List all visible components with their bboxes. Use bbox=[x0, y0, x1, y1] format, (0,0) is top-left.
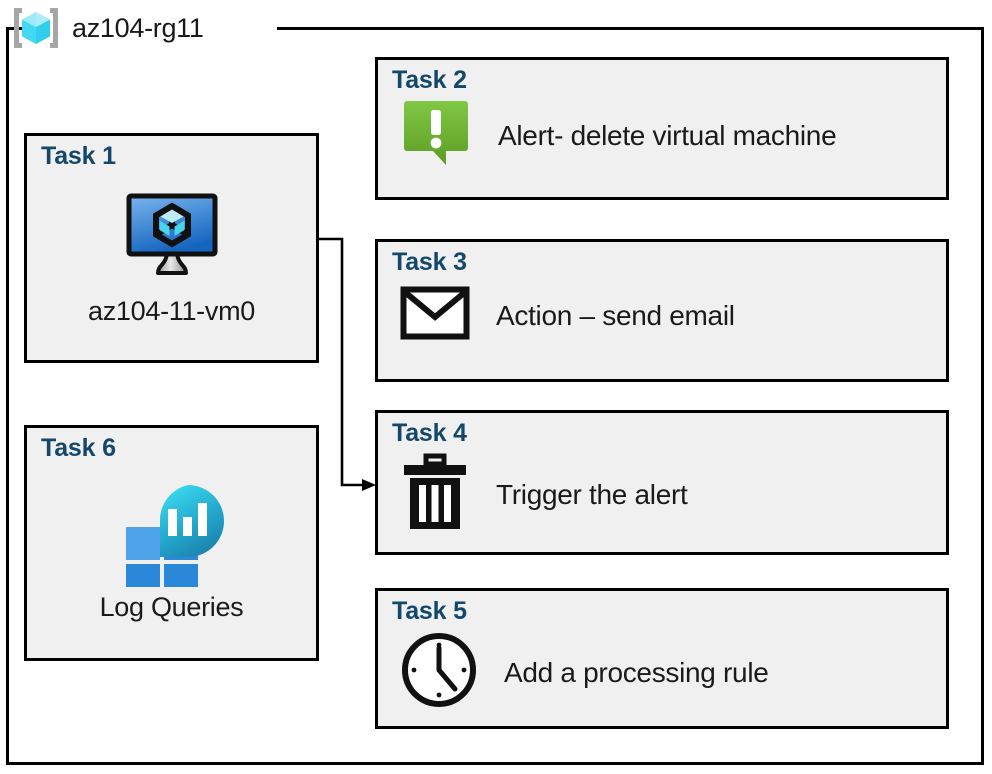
alert-speech-bubble-icon bbox=[400, 98, 472, 173]
task-card-task-3[interactable]: Task 3 Action – send email bbox=[375, 239, 949, 382]
task-card-task-6[interactable]: Task 6 bbox=[24, 425, 319, 661]
envelope-icon bbox=[400, 286, 470, 345]
task-1-title: Task 1 bbox=[41, 142, 116, 170]
trash-can-icon bbox=[400, 451, 470, 538]
task-3-label: Action – send email bbox=[496, 299, 735, 331]
task-4-label: Trigger the alert bbox=[496, 478, 688, 510]
task-card-task-2[interactable]: Task 2 Alert- delete virtual machine bbox=[375, 57, 949, 200]
virtual-machine-icon bbox=[27, 191, 316, 283]
log-analytics-icon bbox=[27, 483, 316, 587]
task-6-title: Task 6 bbox=[41, 434, 116, 462]
task-2-label: Alert- delete virtual machine bbox=[498, 119, 837, 151]
resource-group-cube-icon bbox=[10, 5, 62, 51]
task-2-title: Task 2 bbox=[392, 66, 467, 94]
resource-group-header: az104-rg11 bbox=[10, 4, 204, 52]
task-card-task-1[interactable]: Task 1 bbox=[24, 133, 319, 363]
resource-group-header-notch bbox=[22, 14, 277, 42]
task-card-task-5[interactable]: Task 5 Add a processing rule bbox=[375, 588, 949, 729]
task-4-title: Task 4 bbox=[392, 419, 467, 447]
task-6-label: Log Queries bbox=[99, 592, 244, 622]
resource-group-container bbox=[6, 27, 984, 765]
clock-icon bbox=[400, 631, 478, 714]
task-3-title: Task 3 bbox=[392, 248, 467, 276]
task-1-label: az104-11-vm0 bbox=[88, 296, 255, 326]
task-5-title: Task 5 bbox=[392, 597, 467, 625]
task-5-label: Add a processing rule bbox=[504, 656, 769, 688]
task-card-task-4[interactable]: Task 4 Trigger the alert bbox=[375, 410, 949, 555]
resource-group-label: az104-rg11 bbox=[72, 12, 204, 43]
